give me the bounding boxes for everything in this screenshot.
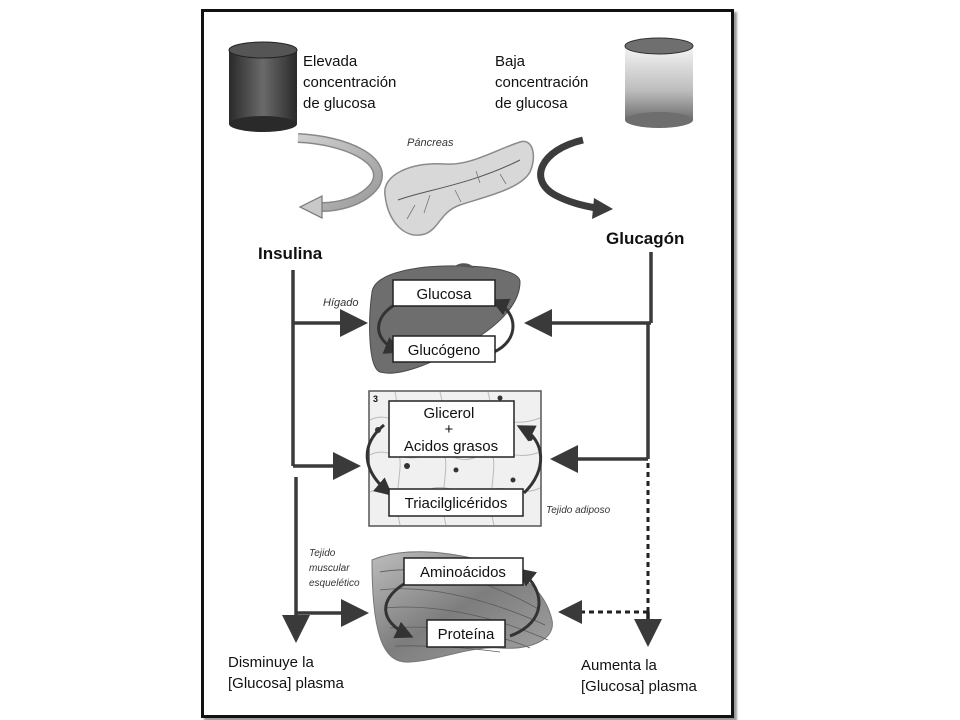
- insulin-pathway: [282, 270, 369, 643]
- pancreas-icon: [384, 140, 535, 236]
- pancreas-label: Páncreas: [407, 137, 454, 149]
- glucagon-release-arrow: [537, 136, 613, 219]
- glucagon-dotted-pathway: [558, 463, 650, 624]
- muscle-aminoacids-text: Aminoácidos: [420, 564, 506, 581]
- muscle-cycle-left-arrow: [384, 582, 414, 639]
- increase-glucose-label: Aumenta la [Glucosa] plasma: [581, 657, 698, 695]
- liver-label: Hígado: [323, 297, 358, 309]
- adipose-triacylglycerides-text: Triacilglicéridos: [405, 495, 508, 512]
- adipose-glycerol-box: [388, 400, 515, 458]
- muscle-cycle-right-arrow: [509, 568, 541, 638]
- low-glucose-cylinder-icon: [624, 37, 694, 128]
- insulin-label: Insulina: [258, 244, 323, 263]
- liver-glucose-text: Glucosa: [416, 286, 472, 303]
- low-glucose-label: Baja concentración de glucosa: [495, 53, 593, 112]
- glucagon-pathway: [524, 252, 653, 473]
- adipose-triacylglycerides-box: [388, 488, 524, 517]
- adipose-label: Tejido adiposo: [546, 505, 611, 516]
- liver-glycogen-text: Glucógeno: [408, 342, 481, 359]
- adipose-cycle-left-arrow: [365, 423, 393, 496]
- liver-glucose-box: [392, 279, 496, 307]
- liver-cycle-right-arrow: [490, 298, 515, 354]
- muscle-protein-box: [426, 619, 506, 648]
- decrease-glucose-label: Disminuye la [Glucosa] plasma: [228, 654, 345, 692]
- adipose-cycle-right-arrow: [516, 425, 543, 495]
- adipose-panel-number: 3: [373, 394, 378, 404]
- liver-glycogen-box: [392, 335, 496, 363]
- muscle-aminoacids-box: [403, 557, 524, 586]
- adipose-glycerol-text: Glicerol + Acidos grasos: [404, 405, 498, 455]
- muscle-label: Tejido muscular esquelético: [309, 548, 360, 589]
- insulin-release-arrow: [297, 133, 383, 219]
- high-glucose-label: Elevada concentración de glucosa: [303, 53, 401, 112]
- high-glucose-cylinder-icon: [228, 41, 298, 132]
- glucagon-label: Glucagón: [606, 229, 684, 248]
- muscle-protein-text: Proteína: [438, 626, 495, 643]
